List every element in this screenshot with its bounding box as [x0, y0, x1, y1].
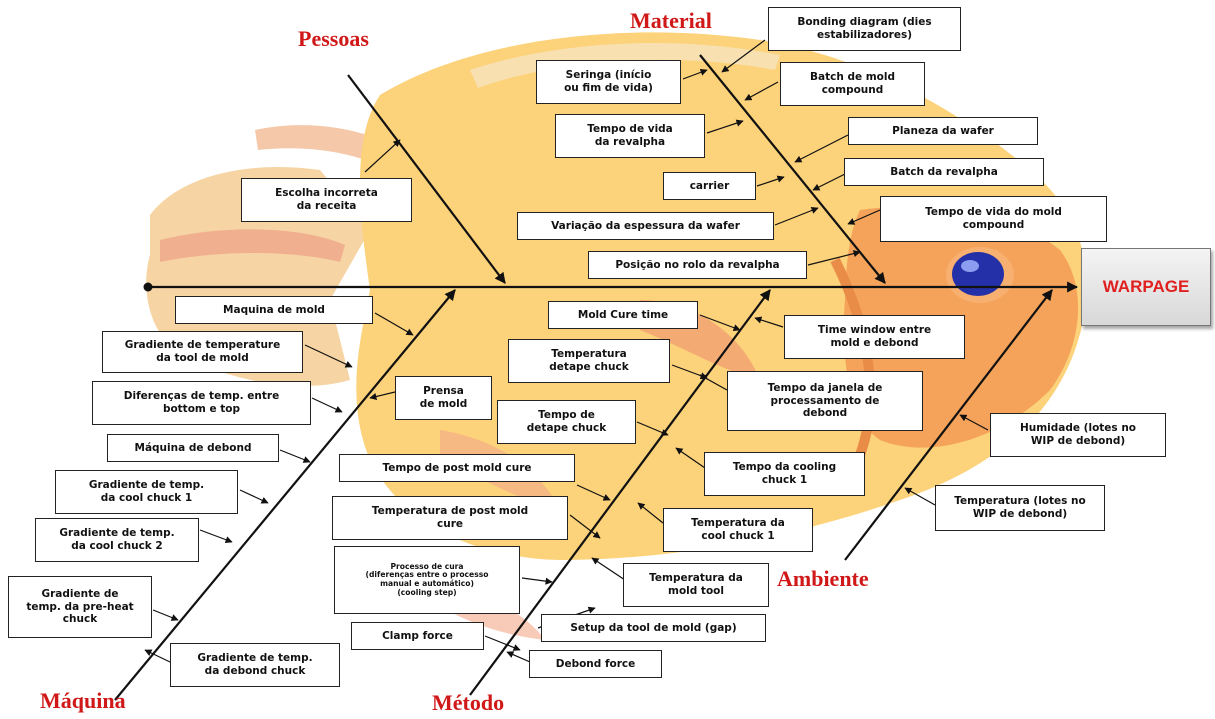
bone-metodo [469, 289, 771, 696]
arrow-temp-post-mold [569, 514, 601, 539]
category-metodo: Método [432, 690, 505, 715]
cause-material: Bonding diagram (dies estabilizadores) [768, 7, 961, 51]
cause-metodo: Tempo da cooling chuck 1 [704, 452, 865, 496]
arrow-janela [699, 374, 728, 391]
cause-metodo: Temperatura da mold tool [623, 563, 769, 607]
cause-maquina: Gradiente de temp. da cool chuck 1 [55, 470, 238, 514]
arrow-carrier [756, 175, 785, 187]
arrow-seringa [682, 68, 708, 80]
arrow-preheat [152, 609, 179, 621]
arrow-debond-chuck [144, 649, 171, 663]
cause-metodo: Debond force [529, 650, 662, 678]
cause-maquina: Maquina de mold [175, 296, 373, 324]
cause-metodo: Mold Cure time [548, 301, 698, 329]
fish-eye-highlight [961, 260, 979, 272]
arrow-tempo-revalpha [706, 119, 744, 134]
cause-maquina: Diferenças de temp. entre bottom e top [92, 381, 311, 425]
cause-material: Seringa (início ou fim de vida) [536, 60, 681, 104]
arrow-diferencas [311, 397, 343, 413]
fish-tail-stripe [160, 229, 345, 262]
arrow-maquina-mold [374, 312, 414, 336]
fish-gill [830, 257, 876, 457]
cause-metodo: Time window entre mold e debond [784, 315, 965, 359]
bone-ambiente [844, 289, 1053, 561]
arrow-cooling-chuck [675, 447, 706, 469]
arrow-mold-cure [699, 314, 741, 332]
arrow-batch-mold [744, 81, 779, 101]
cause-metodo: Tempo de detape chuck [497, 400, 636, 444]
cause-maquina: Gradiente de temperature da tool de mold [102, 331, 303, 373]
category-pessoas: Pessoas [298, 26, 369, 51]
arrow-cool-chuck-1 [239, 489, 269, 504]
cause-maquina: Gradiente de temp. da pre-heat chuck [8, 576, 152, 638]
cause-material: Batch de mold compound [780, 62, 925, 106]
arrow-batch-revalpha [812, 173, 846, 191]
arrow-variacao [774, 207, 819, 226]
cause-material: carrier [663, 172, 756, 200]
cause-ambiente: Humidade (lotes no WIP de debond) [990, 413, 1166, 457]
effect-warpage: WARPAGE [1081, 248, 1211, 326]
arrow-temp-mold-tool [591, 557, 626, 581]
arrow-humidade [959, 414, 989, 431]
arrow-tempo-mold-compound [847, 209, 881, 225]
cause-metodo: Setup da tool de mold (gap) [541, 614, 766, 642]
arrow-cool-chuck-2 [199, 529, 233, 544]
category-maquina: Máquina [40, 688, 126, 713]
cause-metodo: Temperatura detape chuck [508, 339, 670, 383]
cause-metodo: Temperatura da cool chuck 1 [663, 508, 813, 552]
cause-material: Planeza da wafer [848, 117, 1038, 145]
bone-material [699, 54, 886, 284]
arrow-gradiente-tool [304, 344, 353, 368]
arrow-posicao [807, 250, 861, 266]
cause-material: Posição no rolo da revalpha [588, 251, 807, 279]
arrow-processo-cura [521, 577, 553, 585]
category-material: Material [630, 8, 712, 33]
cause-metodo: Tempo da janela de processamento de debo… [727, 371, 923, 431]
cause-maquina: Máquina de debond [107, 434, 279, 462]
arrow-tempo-detape [636, 421, 669, 436]
cause-material: Variação da espessura da wafer [517, 212, 774, 240]
arrow-post-mold-cure [576, 484, 611, 501]
cause-material: Batch da revalpha [844, 158, 1044, 186]
cause-metodo: Tempo de post mold cure [339, 454, 575, 482]
bone-maquina [114, 289, 456, 701]
arrow-clamp [484, 635, 521, 651]
arrow-maquina-debond [279, 449, 311, 463]
cause-maquina: Gradiente de temp. da cool chuck 2 [35, 518, 199, 562]
cause-metodo: Processo de cura (diferenças entre o pro… [334, 546, 520, 614]
arrow-bonding [721, 39, 766, 73]
bone-pessoas [347, 74, 506, 284]
arrow-time-window [754, 316, 784, 328]
cause-arrows [144, 39, 989, 666]
category-ambiente: Ambiente [777, 566, 869, 591]
cause-material: Tempo de vida da revalpha [555, 114, 705, 158]
cause-ambiente: Temperatura (lotes no WIP de debond) [935, 485, 1105, 531]
cause-material: Tempo de vida do mold compound [880, 196, 1107, 242]
cause-metodo: Clamp force [351, 622, 484, 650]
arrow-escolha [364, 139, 401, 173]
arrow-planeza [794, 134, 849, 163]
cause-metodo: Temperatura de post mold cure [332, 496, 568, 540]
fish-eye [952, 252, 1004, 296]
cause-maquina: Gradiente de temp. da debond chuck [170, 643, 340, 687]
fish-top-band [470, 43, 780, 88]
cause-pessoas: Escolha incorreta da receita [241, 178, 412, 222]
cause-maquina: Prensa de mold [395, 376, 492, 420]
arrow-temperatura-wip [904, 487, 936, 506]
arrow-prensa [369, 391, 396, 400]
arrow-temp-cool-chuck [637, 502, 664, 524]
